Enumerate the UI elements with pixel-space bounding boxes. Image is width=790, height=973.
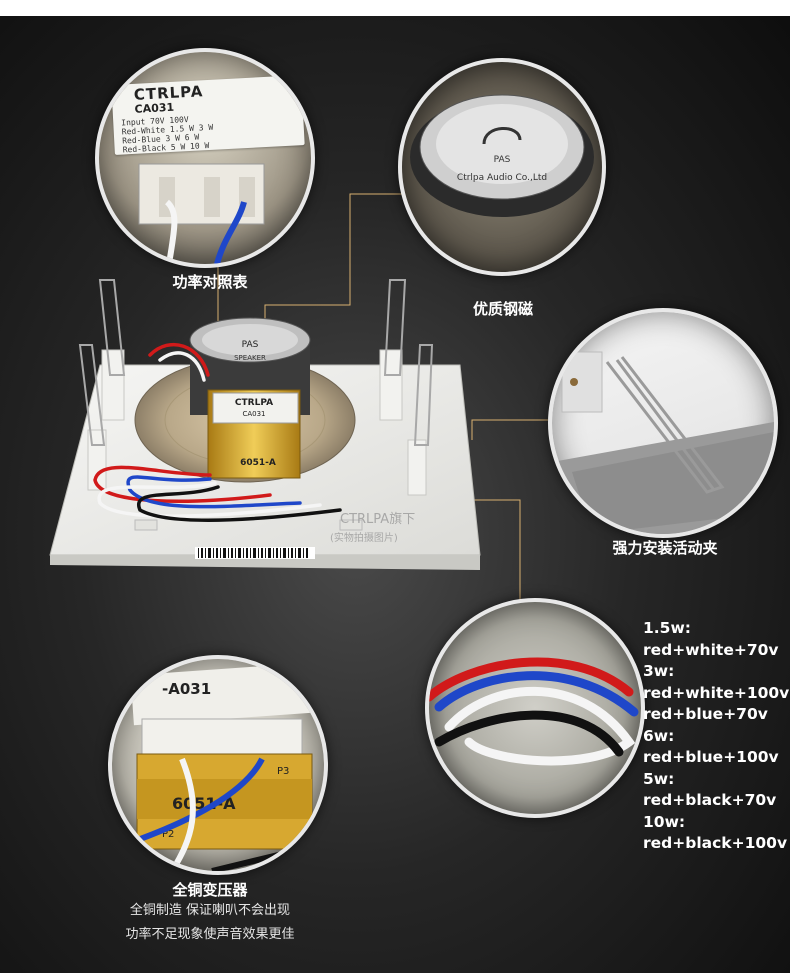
wiring-line: 5w:: [643, 769, 675, 788]
speaker-watermark-2: (实物拍摄图片): [330, 531, 398, 544]
wiring-line: 10w:: [643, 812, 686, 831]
transformer-terminal-art: [138, 163, 265, 264]
transformer-pin-label: P2: [162, 829, 174, 840]
magnet-art: PAS Ctrlpa Audio Co.,Ltd: [410, 94, 594, 217]
clip-art: [552, 351, 774, 534]
magnet-badge: PAS: [494, 155, 511, 165]
wiring-bubble: [425, 598, 645, 818]
speaker-plate-model: CA031: [242, 410, 265, 418]
clip-caption: 强力安装活动夹: [612, 539, 718, 557]
transformer-bubble: -A031 6051-A P3 P2: [108, 655, 328, 875]
clip-bubble: [548, 308, 778, 538]
speaker-product-image: PAS SPEAKER CTRLPA CA031 6051-A: [49, 279, 481, 570]
speaker-cap-badge: PAS: [242, 340, 259, 350]
speaker-cap-label: SPEAKER: [234, 354, 266, 362]
transformer-pin-label: P3: [277, 766, 289, 777]
steel-magnet-caption: 优质钢磁: [472, 300, 533, 318]
wiring-line: red+blue+100v: [643, 748, 779, 766]
wiring-legend: 1.5w: red+white+70v 3w: red+white+100v r…: [643, 618, 789, 855]
wiring-line: red+black+100v: [643, 834, 788, 852]
steel-magnet-bubble: PAS Ctrlpa Audio Co.,Ltd: [398, 58, 606, 276]
wiring-line: 3w:: [643, 662, 675, 680]
magnet-text: Ctrlpa Audio Co.,Ltd: [457, 173, 547, 183]
wiring-line: red+white+100v: [643, 683, 790, 702]
transformer-desc-2: 功率不足现象使声音效果更佳: [125, 927, 295, 942]
transformer-desc-1: 全铜制造 保证喇叭不会出现: [129, 903, 291, 918]
top-strip: [0, 0, 790, 16]
power-table-caption: 功率对照表: [172, 273, 248, 291]
wire-loop-art: [429, 657, 639, 766]
power-table-bubble: CTRLPA CA031 Input 70V 100V Red-White 1.…: [95, 48, 315, 268]
transformer-plate: -A031: [162, 680, 211, 698]
wiring-line: red+white+70v: [643, 640, 779, 659]
speaker-plate-brand: CTRLPA: [235, 398, 273, 408]
wiring-line: 1.5w:: [643, 619, 691, 637]
transformer-art: -A031 6051-A P3 P2: [112, 662, 324, 871]
speaker-transformer-code: 6051-A: [240, 458, 276, 468]
speaker-watermark: CTRLPA旗下: [340, 511, 415, 527]
transformer-caption: 全铜变压器: [172, 881, 248, 899]
wiring-line: 6w:: [643, 726, 675, 745]
wiring-line: red+blue+70v: [643, 705, 768, 723]
wiring-line: red+black+70v: [643, 791, 777, 809]
barcode: [195, 547, 315, 559]
